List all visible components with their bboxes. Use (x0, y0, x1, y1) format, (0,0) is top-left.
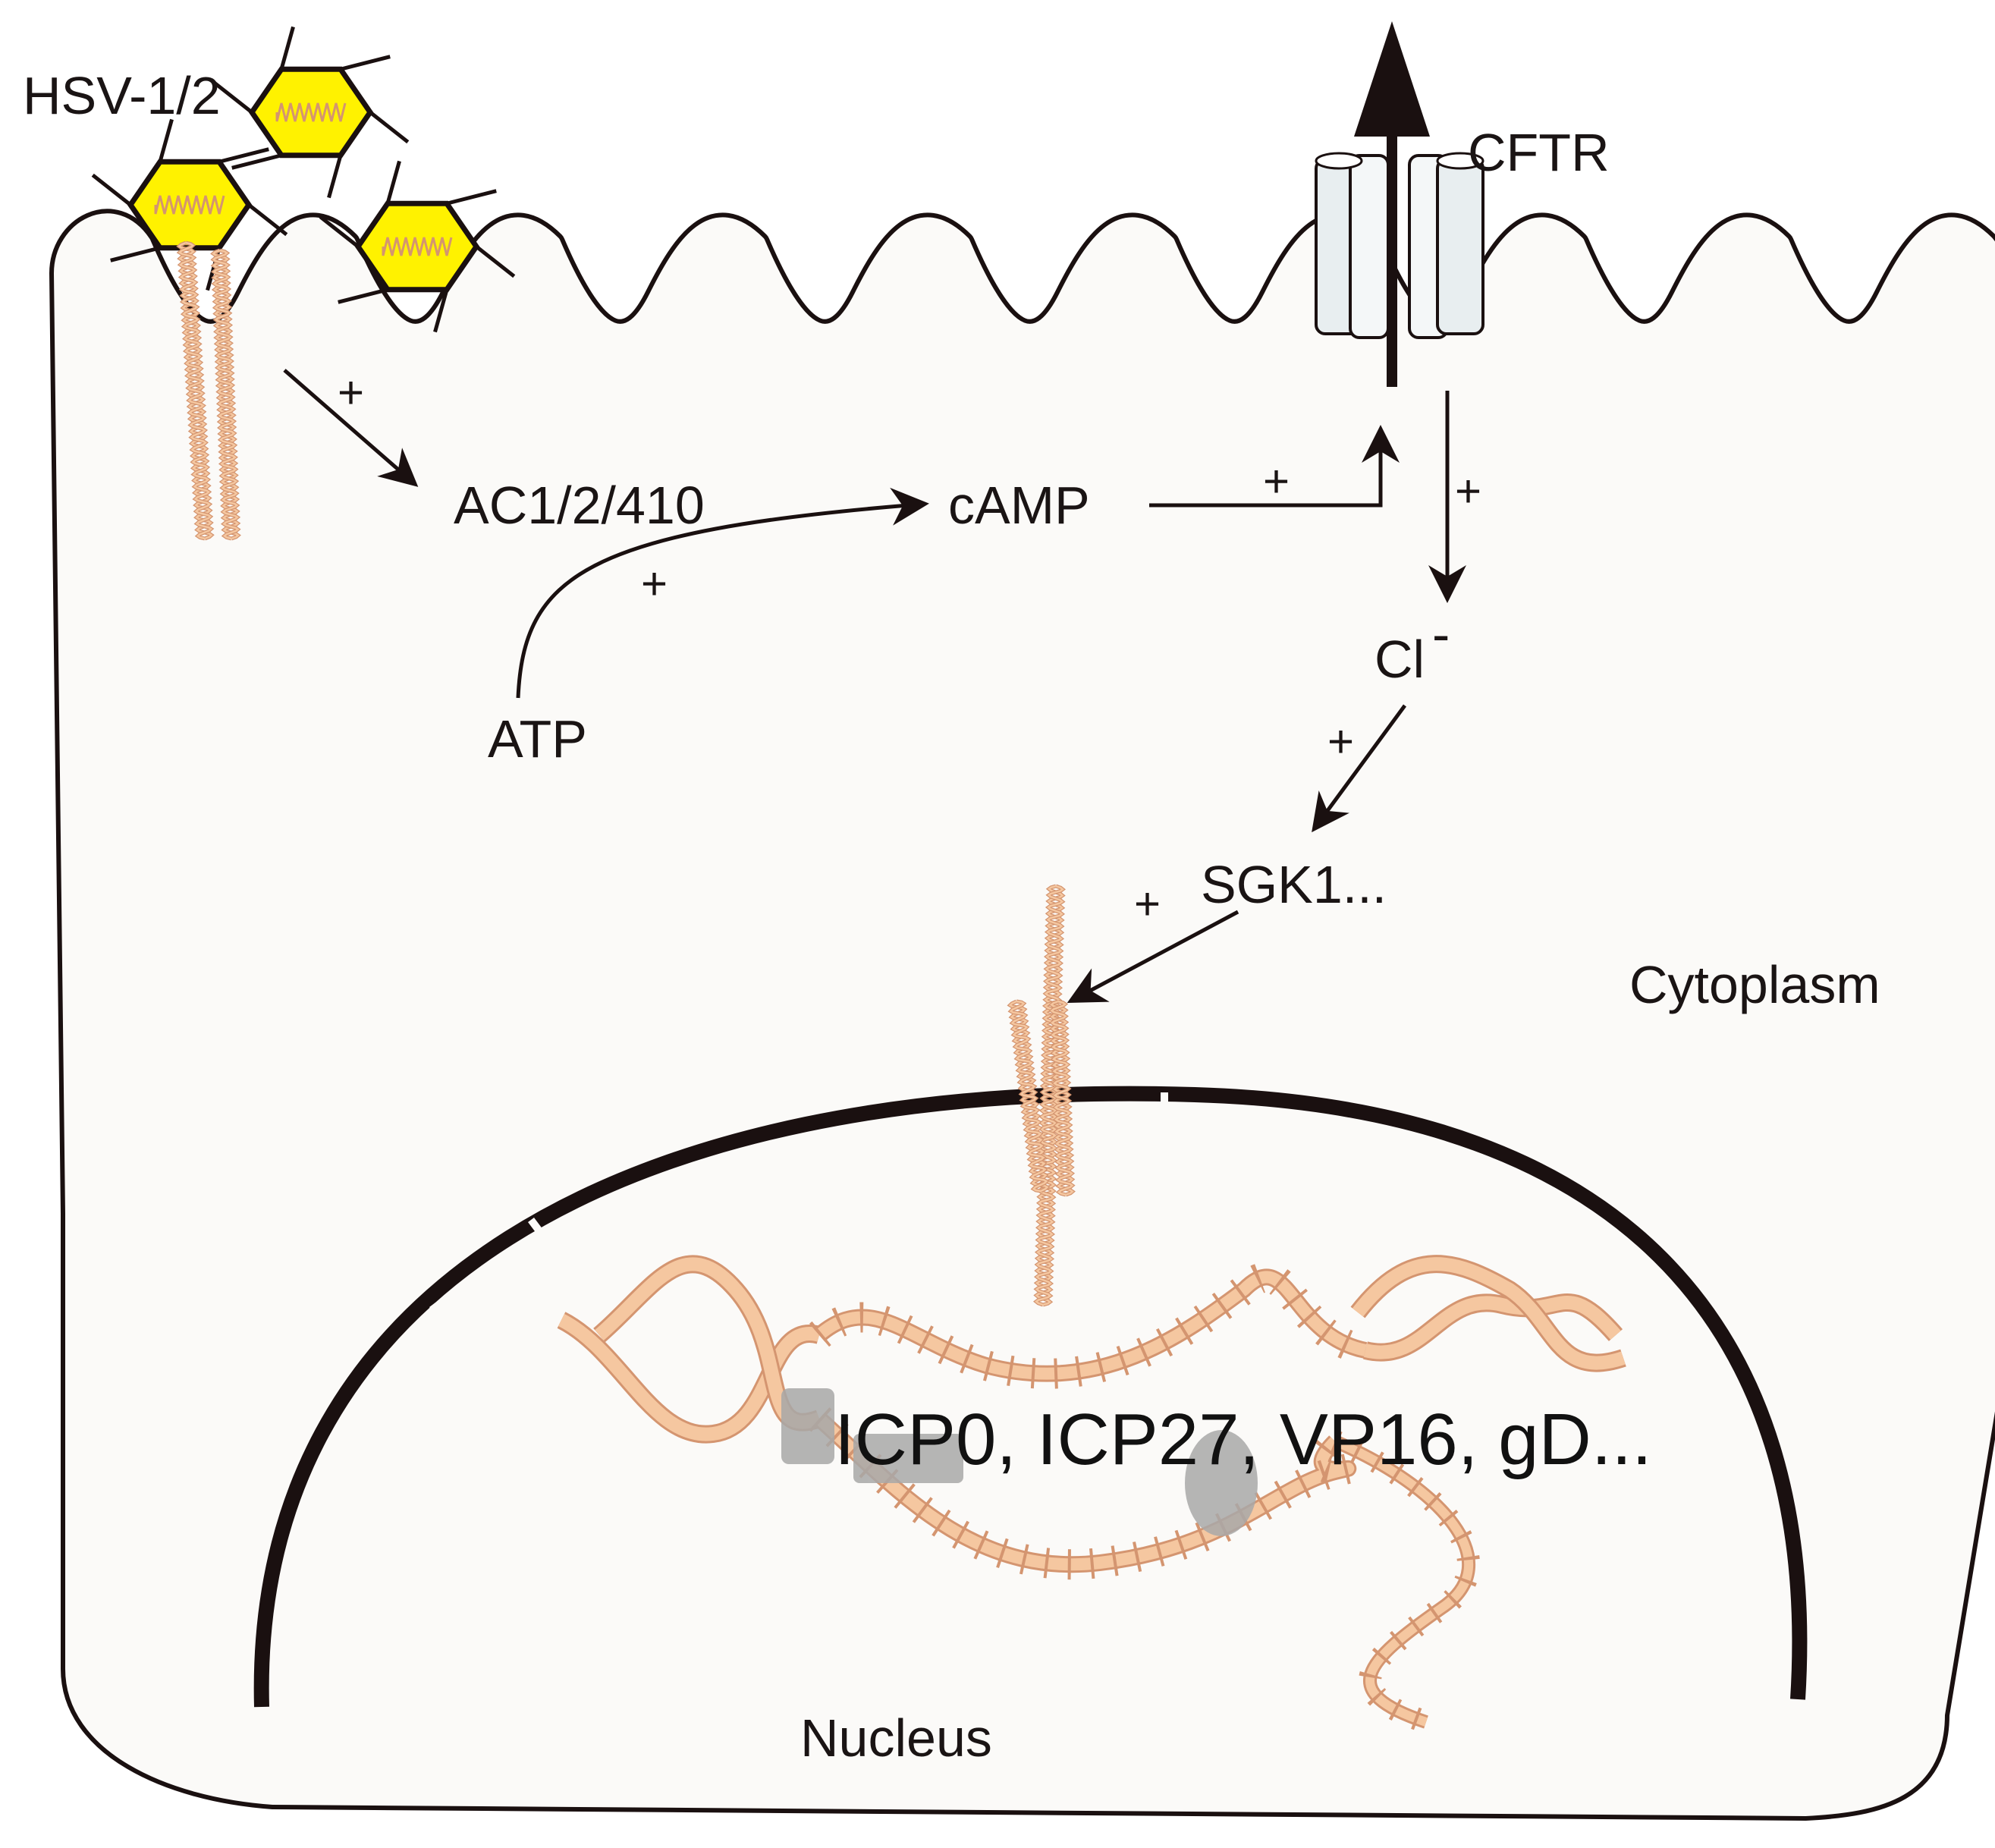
dna-binding-proteins (781, 1388, 1258, 1536)
dna-strand (1007, 999, 1051, 1193)
cytoplasm-label: Cytoplasm (1629, 955, 1880, 1014)
chloride-charge: - (1432, 605, 1450, 664)
sign-camp-to-cftr: + (1263, 456, 1290, 507)
arrow-chloride-to-sgk1 (1312, 704, 1407, 833)
sign-sgk1-to-dna: + (1134, 878, 1161, 929)
virus-capsid-icon (212, 26, 410, 199)
sign-chloride-to-sgk1: + (1327, 716, 1354, 767)
arrow-virus-to-ac (283, 369, 419, 487)
sign-cftr-to-chloride: + (1455, 466, 1481, 517)
chloride-label: Cl (1375, 630, 1425, 689)
sign-virus-to-ac: + (338, 367, 364, 418)
atp-label: ATP (488, 709, 587, 768)
arrow-camp-to-cftr (1149, 425, 1400, 508)
virus-capsid-icon (319, 160, 516, 333)
viral-genome-in-nucleus (557, 1255, 1626, 1733)
viral-dna-entry (176, 240, 241, 541)
sign-atp-to-camp: + (641, 558, 668, 609)
nuclear-pores (429, 1092, 1649, 1319)
dna-strand (1048, 999, 1076, 1197)
cftr-efflux-arrow-head (1354, 21, 1430, 137)
nucleus-label: Nucleus (800, 1708, 992, 1768)
viral-genes-label: ICP0, ICP27, VP16, gD... (834, 1399, 1652, 1480)
sgk1-label: SGK1... (1201, 855, 1387, 914)
nuclear-envelope (253, 1086, 1808, 1708)
dna-strand (176, 240, 215, 541)
hsv-virus-particles (91, 26, 516, 333)
dna-strand (1033, 884, 1066, 1307)
dna-strand (210, 248, 241, 541)
cftr-label: CFTR (1468, 123, 1610, 182)
virus-capsid-icon (91, 118, 288, 291)
enzyme-label: AC1/2/410 (454, 476, 705, 535)
arrow-atp-to-camp (516, 487, 929, 699)
cell-membrane-inner (54, 213, 1995, 1816)
viral-dna-nuclear-entry (1007, 884, 1076, 1307)
virus-label: HSV-1/2 (23, 66, 221, 125)
cftr-channel (1315, 21, 1484, 387)
arrow-sgk1-to-dna (1067, 910, 1239, 1004)
camp-label: cAMP (948, 476, 1090, 535)
